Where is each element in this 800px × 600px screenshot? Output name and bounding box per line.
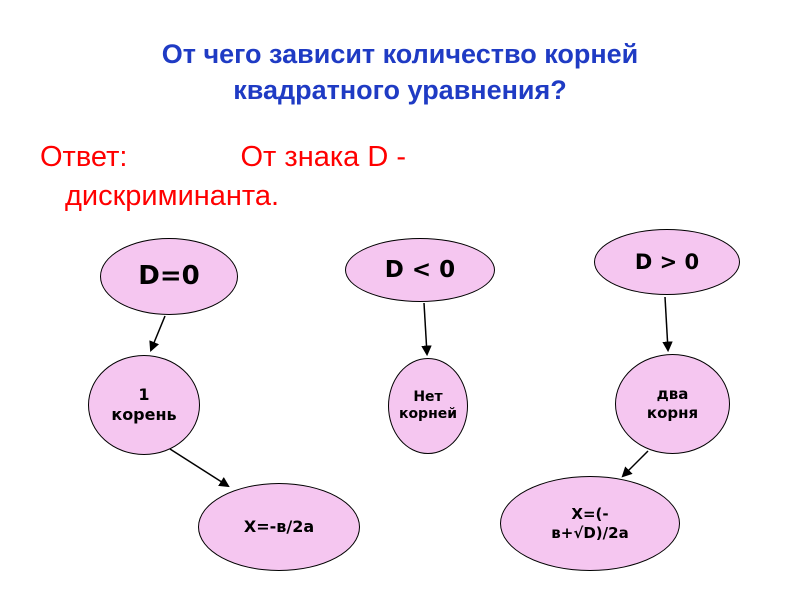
- node-d-less-0: D < 0: [345, 238, 495, 302]
- node-root-formula-two-label: X=(- в+√D)/2a: [551, 504, 629, 542]
- node-d-equals-0-label: D=0: [138, 261, 200, 292]
- answer-label: Ответ:: [40, 141, 128, 173]
- node-d-greater-0: D > 0: [594, 229, 740, 295]
- arrow-two-roots-to-formula: [621, 450, 649, 478]
- node-no-roots: Нет корней: [388, 358, 468, 454]
- node-d-greater-0-label: D > 0: [634, 249, 700, 274]
- arrow-dgreater0-to-two-roots: [662, 296, 673, 353]
- arrow-one-root-to-formula: [169, 448, 230, 488]
- node-d-less-0-label: D < 0: [384, 256, 456, 283]
- arrow-d0-to-one-root: [149, 315, 166, 352]
- arrow-dless0-to-no-roots: [421, 302, 432, 357]
- node-two-roots: два корня: [615, 354, 730, 454]
- node-one-root: 1 корень: [88, 355, 200, 455]
- answer-text: От знака D -: [240, 141, 407, 173]
- node-no-roots-label: Нет корней: [398, 388, 458, 423]
- answer-line-1: Ответ: От знака D -: [40, 138, 740, 177]
- node-one-root-label: 1 корень: [111, 385, 177, 424]
- answer-text-continued: дискриминанта.: [65, 180, 280, 213]
- node-root-formula-two: X=(- в+√D)/2a: [500, 476, 680, 571]
- node-two-roots-label: два корня: [646, 385, 699, 422]
- node-d-equals-0: D=0: [100, 238, 238, 315]
- answer-block: Ответ: От знака D - дискриминанта.: [40, 138, 740, 216]
- node-root-formula-single: X=-в/2a: [198, 483, 360, 571]
- node-root-formula-single-label: X=-в/2a: [243, 517, 315, 536]
- slide-title: От чего зависит количество корней квадра…: [161, 39, 639, 106]
